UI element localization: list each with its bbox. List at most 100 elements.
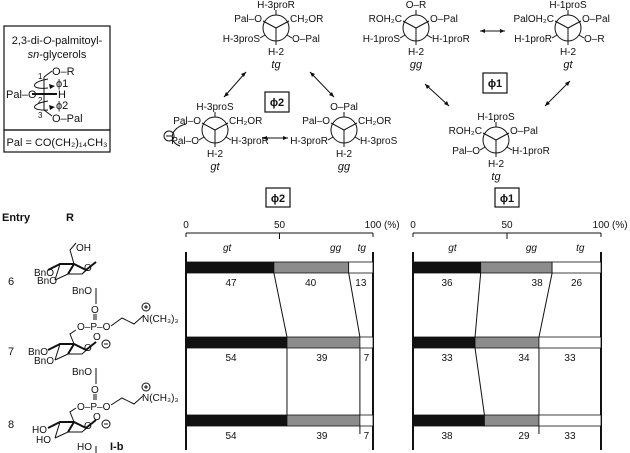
chart-phi1-title: ϕ1 xyxy=(500,193,514,205)
chart-phi2-title-box xyxy=(265,187,291,208)
or-group: O–R xyxy=(52,66,75,78)
svg-text:O–R: O–R xyxy=(584,34,605,45)
conformer-name: tg xyxy=(271,59,281,71)
bar-segment-gg-entry-8 xyxy=(484,414,540,427)
series-label-tg: tg xyxy=(576,243,585,254)
svg-text:O: O xyxy=(93,412,101,423)
svg-text:H-2: H-2 xyxy=(336,149,353,160)
tick-label: 100 xyxy=(365,220,382,231)
entry-number: 8 xyxy=(8,419,14,431)
legend-title-line1: 2,3-di-O-palmitoyl- xyxy=(12,35,103,47)
phi1-equilibrium-arrows xyxy=(424,29,571,107)
svg-text:N(CH₃)₃: N(CH₃)₃ xyxy=(142,314,178,325)
svg-text:H-3proS: H-3proS xyxy=(196,102,234,113)
svg-text:H-1proR: H-1proR xyxy=(512,146,550,157)
svg-text:ROH₂C: ROH₂C xyxy=(449,126,482,137)
svg-text:O–P–O: O–P–O xyxy=(77,402,111,413)
svg-text:ROH₂C: ROH₂C xyxy=(369,14,402,25)
svg-text:OH: OH xyxy=(76,243,91,254)
svg-text:H-3proS: H-3proS xyxy=(360,136,398,147)
svg-text:N(CH₃)₃: N(CH₃)₃ xyxy=(142,393,178,404)
svg-text:H-2: H-2 xyxy=(560,47,577,58)
conformer-name: tg xyxy=(491,171,501,183)
svg-text:H-3proS: H-3proS xyxy=(223,34,261,45)
svg-text:H-1proS: H-1proS xyxy=(363,34,401,45)
equilibrium-arrow-icon xyxy=(544,80,571,107)
rotation-arrow-phi2-icon xyxy=(34,100,49,111)
bar-segment-gg-entry-6 xyxy=(480,261,553,274)
phi2-equilibrium-arrows xyxy=(223,71,335,140)
bar-segment-gt-entry-7 xyxy=(185,336,288,349)
phi1-scheme-label: ϕ1 xyxy=(488,78,502,90)
chart-phi1-title-box xyxy=(494,187,520,208)
chart-phi2-title: ϕ2 xyxy=(271,193,285,205)
svg-text:1: 1 xyxy=(38,72,43,81)
sugar-structure-entry-7: BnO BnO BnO O xyxy=(28,329,97,384)
h-atom: H xyxy=(58,89,66,101)
phi2-label: ϕ2 xyxy=(56,100,68,112)
value-label: 47 xyxy=(225,278,237,289)
svg-text:H-3proR: H-3proR xyxy=(290,136,328,147)
conformer-name: gt xyxy=(210,161,220,173)
svg-text:H-1proS: H-1proS xyxy=(477,112,515,123)
series-label-gt: gt xyxy=(223,243,233,254)
entry-header: Entry xyxy=(2,212,31,224)
value-label: 7 xyxy=(364,431,370,442)
svg-text:O–Pal: O–Pal xyxy=(582,14,610,25)
rotation-arrow-phi1-icon xyxy=(34,78,49,89)
value-label: 38 xyxy=(441,431,453,442)
svg-text:CH₂OR: CH₂OR xyxy=(358,116,391,127)
sugar-structure-entry-8: HO HO HO O I-b xyxy=(32,407,124,453)
entry-number: 6 xyxy=(8,276,14,288)
value-label: 26 xyxy=(571,278,583,289)
phosphocholine-linker-1: O O–P–O O N(CH₃)₃ xyxy=(77,302,178,349)
entry-number: 7 xyxy=(8,346,14,358)
bar-segment-tg-entry-7 xyxy=(359,336,374,349)
bar-segment-gg-entry-6 xyxy=(273,261,350,274)
conformer-name: gg xyxy=(338,161,351,173)
svg-text:Pal–O: Pal–O xyxy=(302,116,330,127)
svg-text:O–Pal: O–Pal xyxy=(510,126,538,137)
population-shift-line xyxy=(474,272,482,338)
svg-text:O: O xyxy=(84,421,92,432)
svg-text:O: O xyxy=(93,332,101,343)
bar-segment-tg-entry-6 xyxy=(551,261,602,274)
value-label: 7 xyxy=(364,353,370,364)
value-label: 54 xyxy=(225,431,237,442)
svg-text:H-1proR: H-1proR xyxy=(514,34,552,45)
value-label: 29 xyxy=(518,431,530,442)
series-label-tg: tg xyxy=(358,243,367,254)
svg-text:HO: HO xyxy=(32,425,47,436)
bar-segment-gg-entry-8 xyxy=(286,414,361,427)
legend-title-line2: sn-glycerols xyxy=(28,49,87,61)
equilibrium-arrow-icon xyxy=(424,83,450,107)
bar-segment-gg-entry-7 xyxy=(474,336,540,349)
glycerol-legend-box: 2,3-di-O-palmitoyl- sn-glycerols O–R ϕ1 … xyxy=(3,25,111,149)
bar-segment-gt-entry-8 xyxy=(185,414,288,427)
svg-text:3: 3 xyxy=(38,111,43,120)
population-shift-line xyxy=(273,272,288,338)
population-shift-line xyxy=(474,347,485,416)
axis-unit: (%) xyxy=(384,220,400,231)
svg-text:H-2: H-2 xyxy=(488,159,505,170)
series-label-gg: gg xyxy=(330,243,342,254)
value-label: 33 xyxy=(564,431,576,442)
phi2-scheme-label-box xyxy=(264,91,290,113)
svg-text:O–Pal: O–Pal xyxy=(292,34,320,45)
value-label: 33 xyxy=(441,353,453,364)
svg-text:HO: HO xyxy=(36,435,51,446)
value-label: 36 xyxy=(441,278,453,289)
tick-label: 0 xyxy=(410,220,416,231)
equilibrium-arrow-icon xyxy=(309,71,335,98)
value-label: 33 xyxy=(564,353,576,364)
svg-text:O–Pal: O–Pal xyxy=(330,102,358,113)
svg-text:BnO: BnO xyxy=(37,276,57,287)
